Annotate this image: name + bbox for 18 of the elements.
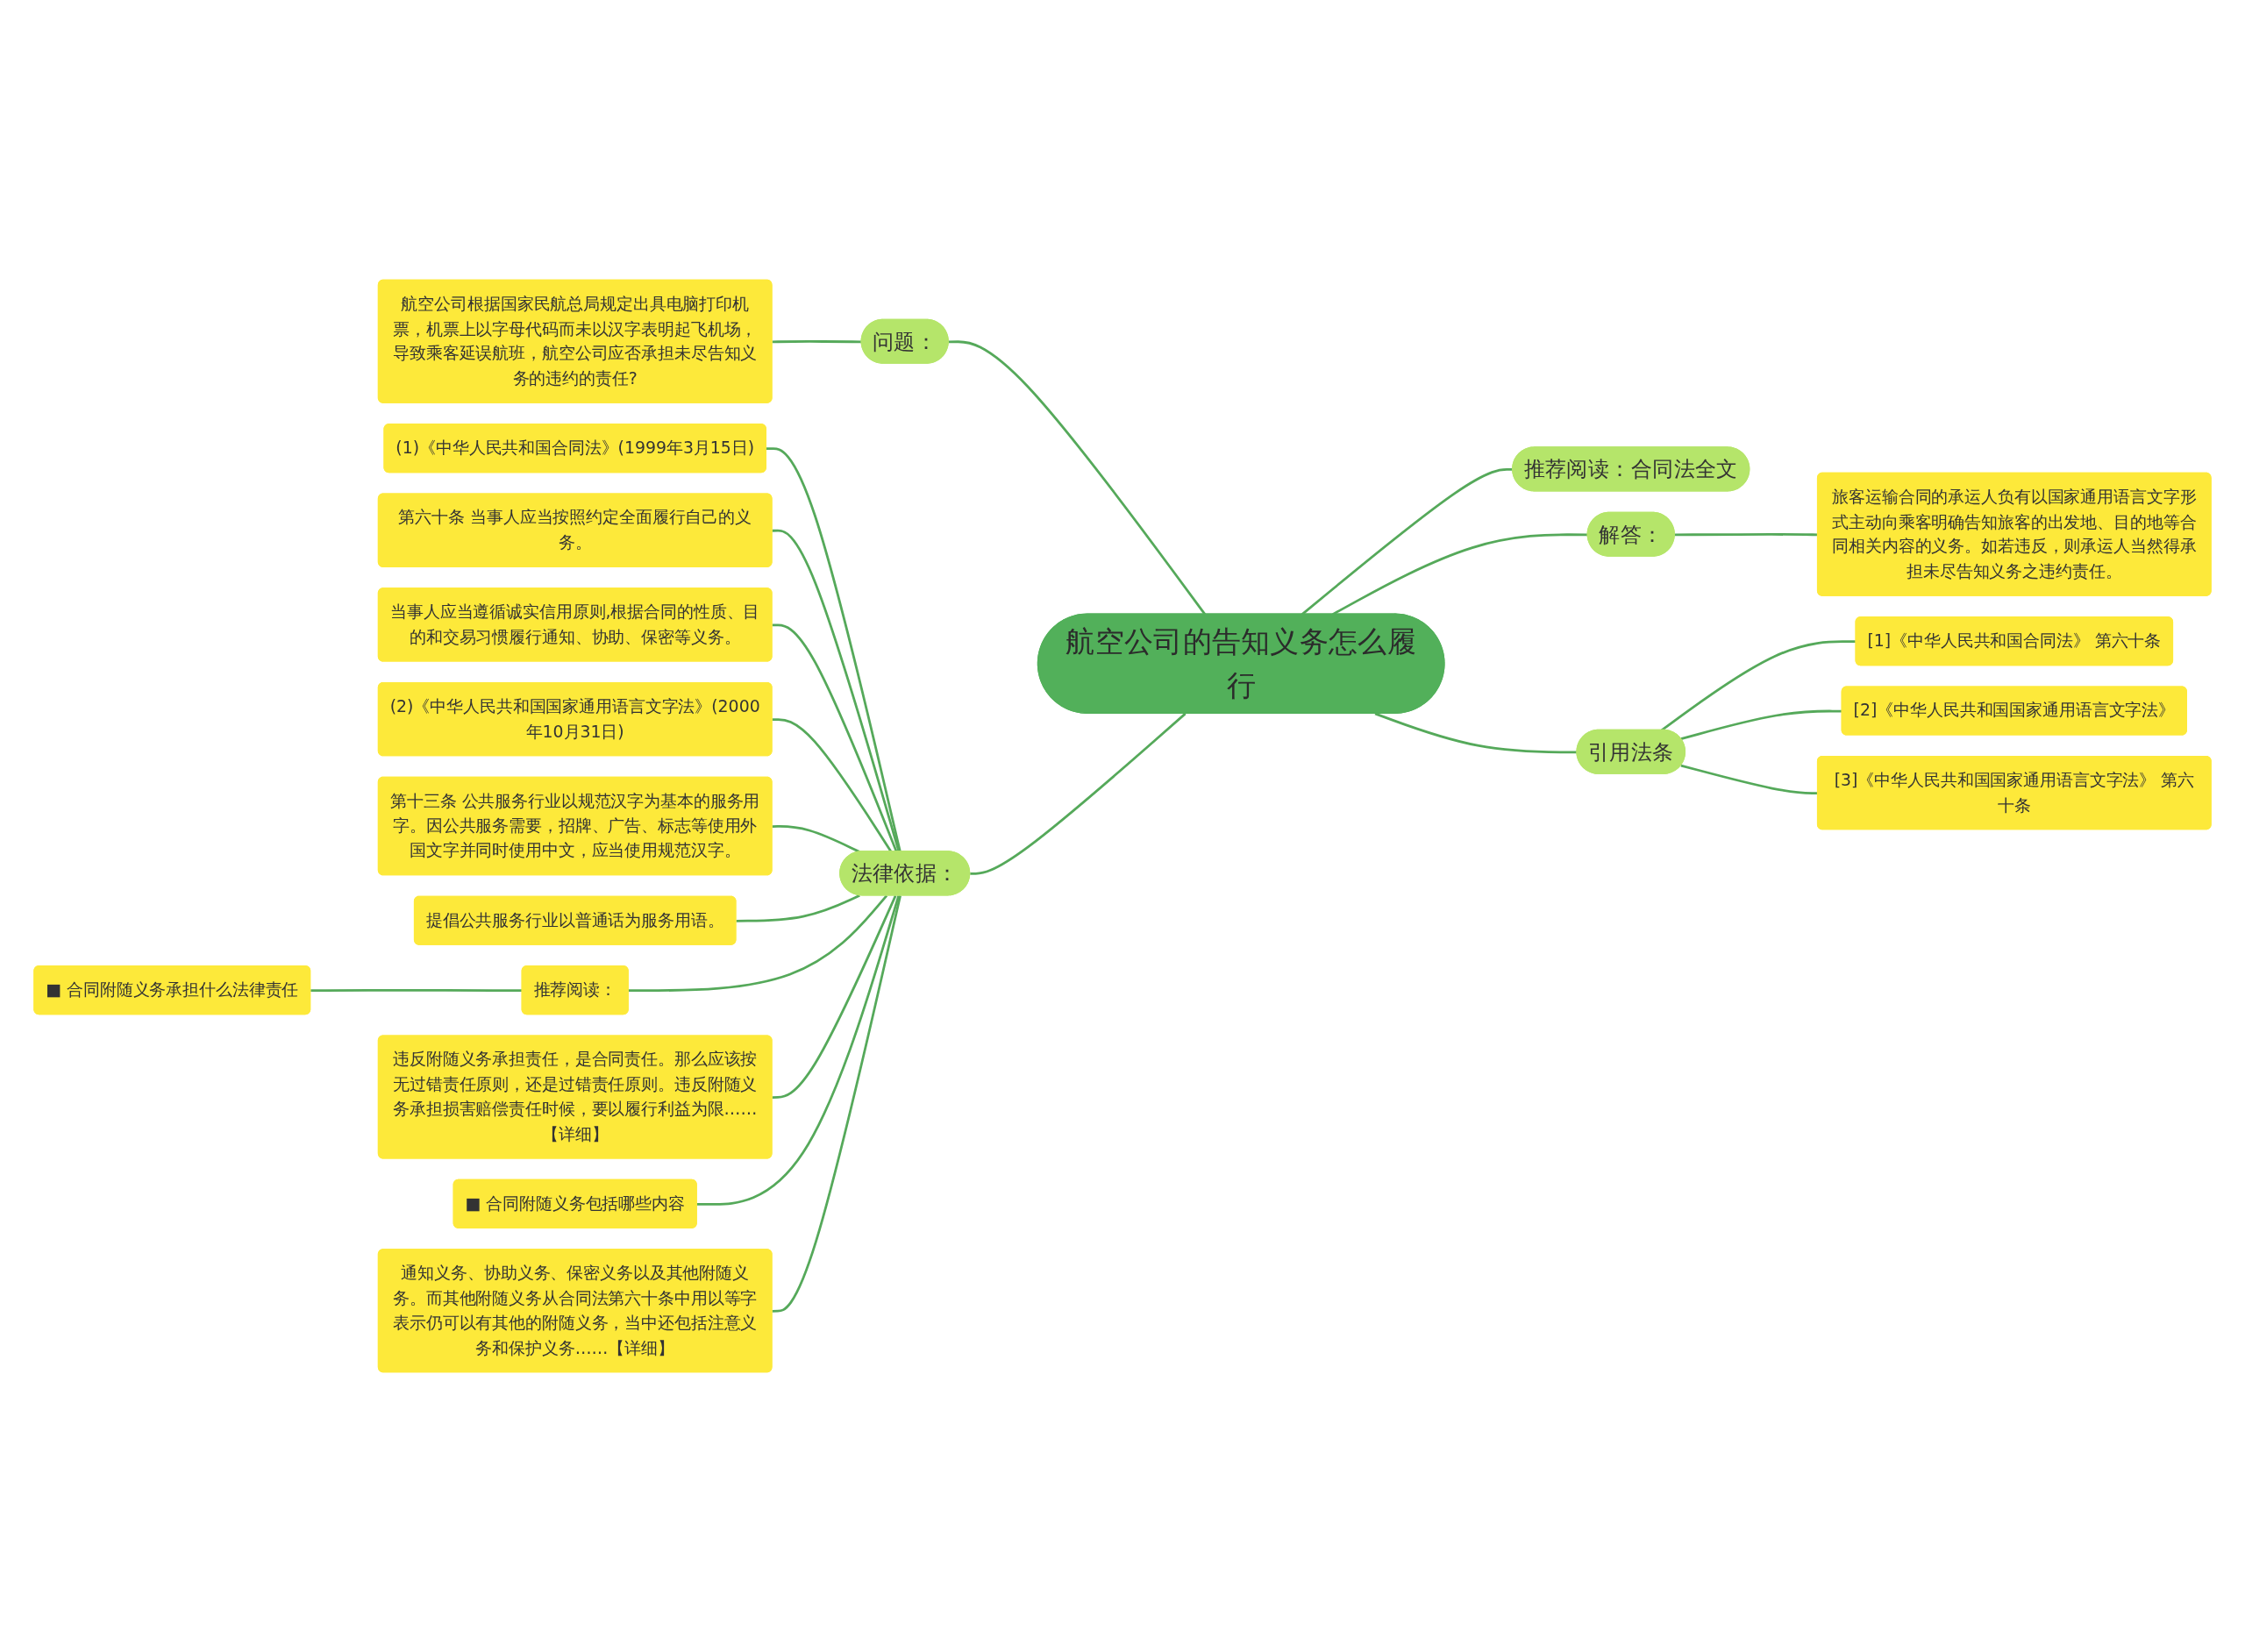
connector [772,529,901,852]
connector [970,712,1187,875]
connector [772,894,897,1099]
connector [736,894,860,922]
connector [1374,712,1578,754]
connector [1332,533,1588,616]
connector [772,623,898,852]
connector [1680,709,1842,740]
connector [1301,467,1514,616]
connector [766,447,902,852]
connector [772,895,902,1313]
connector [628,894,888,993]
connector [948,340,1207,616]
connector [772,340,862,344]
connector [772,718,893,853]
connector [310,988,523,993]
connector [772,825,860,853]
connector [696,895,901,1206]
